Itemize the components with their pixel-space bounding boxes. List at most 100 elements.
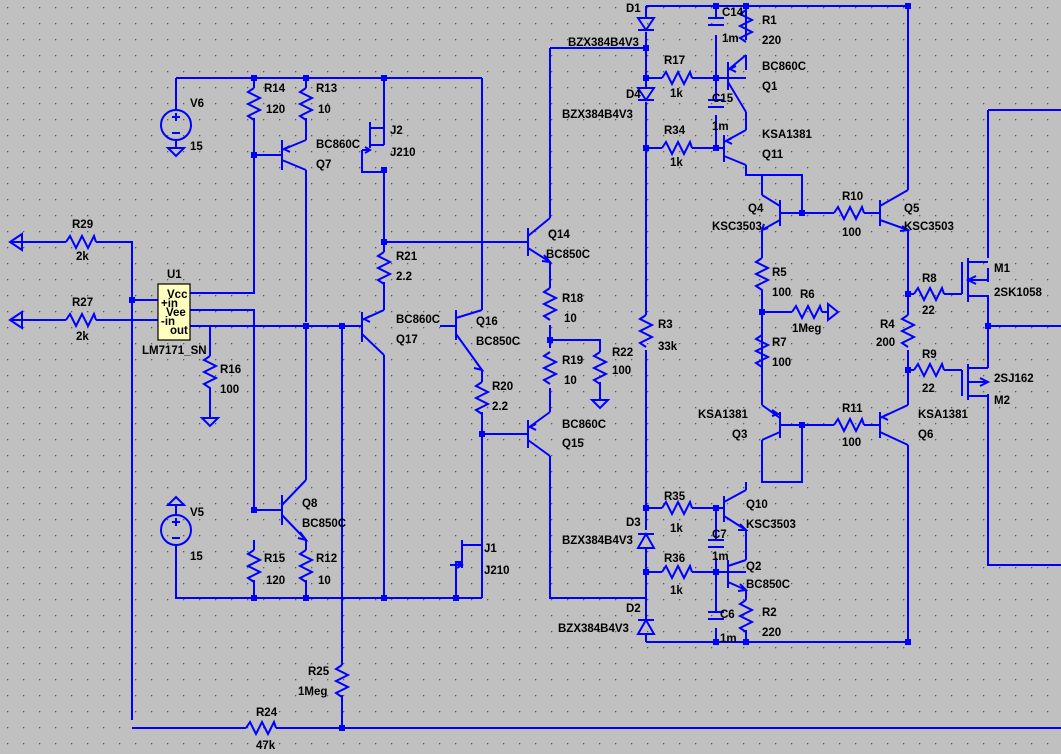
- part-d3: BZX384B4V3: [562, 535, 633, 547]
- part-q3: KSA1381: [698, 409, 748, 421]
- label-r25: R25: [308, 666, 330, 678]
- transistor-q4: [760, 194, 781, 232]
- part-q2: BC850C: [746, 579, 790, 591]
- transistor-q16: [440, 309, 485, 372]
- label-r1: R1: [762, 15, 777, 27]
- resistor-r15: [245, 549, 263, 583]
- svg-text:Vcc: Vcc: [167, 289, 188, 301]
- label-v6: V6: [190, 98, 204, 110]
- resistor-r14: [245, 87, 263, 121]
- value-r13: 10: [318, 104, 331, 116]
- transistor-q6: [879, 404, 909, 446]
- label-r2: R2: [762, 607, 777, 619]
- value-r25: 1Meg: [298, 686, 327, 698]
- input-port-icon: [8, 232, 23, 330]
- value-r15: 120: [266, 575, 285, 587]
- value-r27: 2k: [76, 331, 89, 343]
- label-q4: Q4: [748, 203, 764, 215]
- value-r16: 100: [220, 384, 239, 396]
- resistor-r13: [297, 87, 315, 121]
- label-r13: R13: [316, 83, 337, 95]
- value-r19: 10: [564, 375, 577, 387]
- resistor-r16: [201, 355, 219, 396]
- value-c6: 1m: [720, 633, 737, 645]
- part-q10: KSC3503: [746, 519, 796, 531]
- label-u1: U1: [167, 269, 182, 281]
- resistor-r3: [637, 314, 655, 348]
- svg-text:-in: -in: [161, 316, 175, 328]
- resistor-r21: [375, 251, 393, 285]
- value-r1: 220: [762, 35, 781, 47]
- label-q15: Q15: [562, 438, 584, 450]
- resistor-r29: [65, 233, 97, 251]
- wires: [10, 5, 1061, 729]
- part-q8: BC850C: [302, 518, 346, 530]
- label-c15: C15: [712, 93, 734, 105]
- resistor-r19: [541, 351, 559, 385]
- voltage-source-v6: [160, 109, 192, 158]
- label-r3: R3: [658, 319, 673, 331]
- label-r29: R29: [72, 219, 93, 231]
- resistor-r11: [833, 416, 865, 434]
- label-r19: R19: [562, 355, 583, 367]
- resistor-r4: [899, 314, 917, 348]
- label-m2: M2: [994, 395, 1010, 407]
- label-c6: C6: [720, 609, 735, 621]
- value-v5: 15: [190, 551, 203, 563]
- label-q3: Q3: [732, 429, 747, 441]
- value-r18: 10: [564, 313, 577, 325]
- value-r12: 10: [318, 575, 331, 587]
- resistor-r25: [333, 664, 351, 698]
- label-q10: Q10: [746, 499, 768, 511]
- svg-text:out: out: [170, 325, 188, 337]
- label-r4: R4: [880, 319, 895, 331]
- resistor-r22: [591, 351, 609, 385]
- label-r20: R20: [492, 381, 513, 393]
- value-r7: 100: [772, 357, 791, 369]
- value-r21: 2.2: [396, 271, 412, 283]
- resistor-r10: [833, 204, 865, 222]
- opamp-u1: Vcc +in Vee -in out: [157, 283, 191, 341]
- value-c7: 1m: [712, 551, 729, 563]
- jfet-j2: [362, 122, 384, 154]
- resistor-r5: [753, 257, 771, 298]
- label-r17: R17: [664, 55, 685, 67]
- part-d2: BZX384B4V3: [558, 623, 629, 635]
- labels: V6 15 V5 15 U1 LM7171_SN R29 2k R27 2k R…: [72, 3, 1043, 752]
- resistor-r35: [661, 499, 693, 517]
- jfet-j1: [450, 540, 483, 569]
- zener-d3: [636, 531, 656, 549]
- resistor-r8: [913, 285, 945, 303]
- value-r9: 22: [922, 383, 935, 395]
- mosfet-m1: [961, 258, 989, 310]
- value-r4: 200: [876, 337, 895, 349]
- part-d4: BZX384B4V3: [562, 109, 633, 121]
- label-d4: D4: [626, 89, 641, 101]
- part-q11: KSA1381: [762, 129, 812, 141]
- part-q4: KSC3503: [712, 221, 762, 233]
- label-r18: R18: [562, 293, 584, 305]
- value-r10: 100: [842, 227, 861, 239]
- value-r22: 100: [612, 365, 631, 377]
- label-q6: Q6: [918, 429, 933, 441]
- transistor-q3: [761, 404, 781, 441]
- part-j2: J210: [390, 147, 416, 159]
- transistor-q8: [281, 479, 309, 542]
- label-d1: D1: [626, 3, 641, 15]
- value-r6: 1Meg: [792, 323, 821, 335]
- part-u1: LM7171_SN: [142, 345, 207, 357]
- label-q2: Q2: [746, 561, 761, 573]
- label-r27: R27: [72, 297, 93, 309]
- label-r8: R8: [922, 273, 937, 285]
- capacitor-c7: [708, 539, 724, 548]
- label-q14: Q14: [548, 229, 570, 241]
- resistor-r27: [65, 311, 97, 329]
- label-r12: R12: [316, 553, 337, 565]
- label-c7: C7: [712, 529, 727, 541]
- transistor-q2: [727, 559, 749, 592]
- voltage-source-v5: [160, 495, 192, 546]
- transistor-q1: [727, 54, 747, 113]
- part-q5: KSC3503: [904, 221, 954, 233]
- value-r20: 2.2: [492, 401, 508, 413]
- label-q8: Q8: [302, 498, 318, 510]
